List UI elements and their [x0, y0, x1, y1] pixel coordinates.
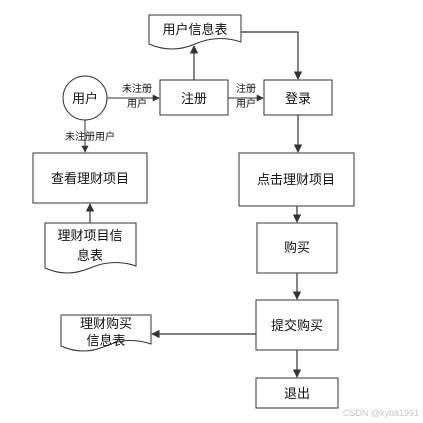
click-project-label: 点击理财项目: [257, 173, 335, 188]
edge-label-registered-line2: 用户: [236, 97, 256, 110]
register-box: [159, 79, 229, 116]
register-label: 注册: [181, 92, 207, 107]
user-node-label: 用户: [72, 91, 98, 107]
edge-user-info-table-to-login: [241, 31, 303, 80]
purchase-table-label-line1: 理财购买: [80, 316, 132, 332]
edge-label-unregistered-line1: 未注册: [122, 82, 152, 95]
view-projects-label: 查看理财项目: [51, 171, 129, 187]
submit-buy-box: [255, 299, 339, 351]
projects-table-label-line2: 息表: [77, 248, 103, 264]
buy-label: 购买: [284, 240, 310, 256]
watermark: CSDN @kyba1991: [343, 408, 419, 418]
edge-label-unregistered-user: 未注册用户: [65, 130, 115, 143]
click-project-box: [238, 152, 355, 207]
purchase-table-shape: [60, 314, 152, 352]
logout-box: [255, 377, 339, 409]
purchase-table-label-line2: 信息表: [86, 333, 125, 349]
projects-table-label-line1: 理财项目信: [57, 229, 122, 244]
projects-table-shape: [44, 222, 137, 274]
edge-label-unregistered-line2: 用户: [127, 97, 147, 110]
edge-label-registered-line1: 注册: [236, 82, 256, 95]
logout-label: 退出: [284, 387, 310, 402]
buy-box: [256, 222, 338, 274]
view-projects-box: [32, 152, 148, 204]
user-info-table-shape: [148, 14, 242, 50]
login-label: 登录: [285, 92, 311, 107]
submit-buy-label: 提交购买: [271, 318, 323, 334]
user-info-table-label: 用户信息表: [162, 22, 227, 38]
